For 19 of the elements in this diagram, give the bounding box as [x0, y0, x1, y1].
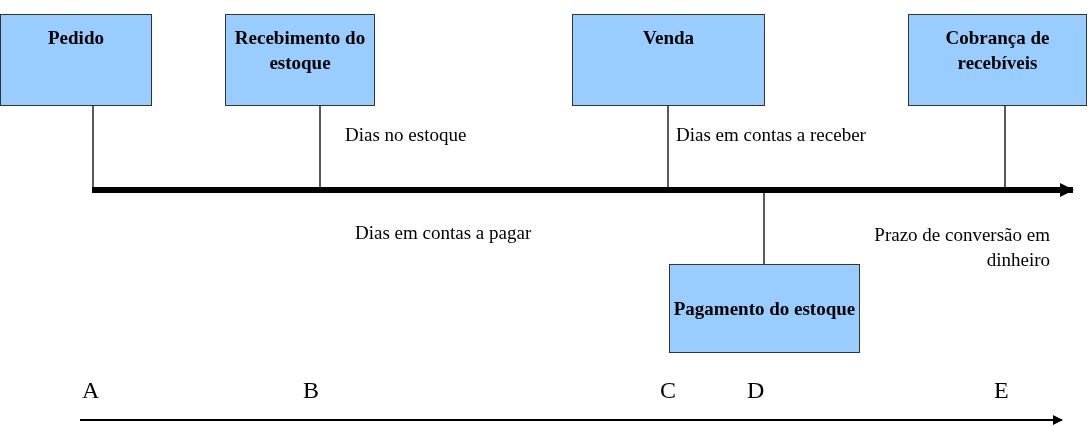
point-letter: C: [660, 376, 676, 404]
box-label: Venda: [642, 26, 694, 50]
box-label: Pagamento do estoque: [673, 297, 856, 321]
interval-label: Dias em contas a pagar: [355, 221, 532, 245]
interval-label: Dias no estoque: [345, 123, 467, 147]
point-letter: E: [994, 376, 1009, 404]
event-box: [669, 264, 860, 353]
point-letter: A: [82, 376, 100, 404]
event-box: [225, 14, 375, 106]
box-label: Cobrança de recebíveis: [944, 26, 1051, 75]
interval-label: Dias em contas a receber: [676, 123, 866, 147]
event-box: [0, 14, 152, 106]
event-box: [572, 14, 765, 106]
box-label: Recebimento do estoque: [233, 26, 367, 75]
box-label: Pedido: [48, 26, 104, 50]
event-box: [908, 14, 1087, 106]
point-letter: B: [303, 376, 319, 404]
point-letter: D: [747, 376, 765, 404]
interval-label: Prazo de conversão em dinheiro: [873, 223, 1050, 272]
